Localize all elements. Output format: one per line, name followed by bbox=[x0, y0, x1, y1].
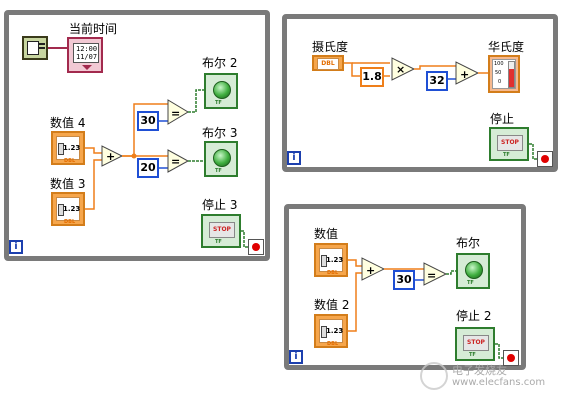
svg-text:+: + bbox=[460, 68, 469, 81]
selector-icon bbox=[58, 204, 64, 216]
add-function-1: + bbox=[101, 145, 124, 167]
stop-label: 停止 bbox=[490, 112, 515, 126]
fahrenheit-label: 华氏度 bbox=[488, 40, 525, 54]
num2-value: 1.23 bbox=[326, 327, 344, 335]
thermo-tick-50: 50 bbox=[495, 70, 502, 76]
celsius-control[interactable]: DBL bbox=[312, 55, 344, 71]
bool-tf: TF bbox=[467, 280, 474, 286]
bool3-indicator[interactable]: TF bbox=[204, 141, 238, 177]
stop3-button-text: STOP bbox=[209, 222, 235, 238]
add-function-2: + bbox=[455, 61, 480, 85]
led-icon bbox=[465, 261, 483, 279]
stop-tf: TF bbox=[503, 152, 510, 158]
iteration-terminal-1: i bbox=[9, 240, 23, 254]
num3-type-tag: DBL bbox=[64, 219, 76, 225]
svg-text:=: = bbox=[171, 107, 180, 120]
stop3-tf: TF bbox=[215, 239, 222, 245]
selector-icon bbox=[58, 143, 64, 155]
celsius-type-tag: DBL bbox=[317, 58, 339, 70]
constant-30-loop1[interactable]: 30 bbox=[137, 111, 159, 131]
num2-label: 数值 2 bbox=[314, 298, 350, 312]
add-function-3: + bbox=[361, 257, 386, 281]
constant-32[interactable]: 32 bbox=[426, 71, 448, 91]
num4-value: 1.23 bbox=[63, 144, 81, 152]
svg-text:+: + bbox=[366, 264, 375, 277]
stop2-tf: TF bbox=[469, 352, 476, 358]
svg-text:×: × bbox=[396, 63, 405, 76]
svg-text:=: = bbox=[171, 155, 180, 168]
num4-type-tag: DBL bbox=[64, 158, 76, 164]
bool3-tf: TF bbox=[215, 168, 222, 174]
num-value: 1.23 bbox=[326, 256, 344, 264]
iteration-terminal-3: i bbox=[289, 350, 303, 364]
thermo-tick-100: 100 bbox=[494, 61, 504, 67]
stop-button-text: STOP bbox=[497, 135, 523, 151]
watermark-logo bbox=[420, 362, 448, 390]
stop2-button-text: STOP bbox=[463, 335, 489, 351]
bool-indicator[interactable]: TF bbox=[456, 253, 490, 289]
constant-1-8[interactable]: 1.8 bbox=[360, 67, 384, 87]
equal-function-3: = bbox=[423, 262, 448, 286]
watermark-url: www.elecfans.com bbox=[452, 377, 546, 388]
time-line-2: 11/07 bbox=[76, 53, 98, 61]
constant-30-loop3[interactable]: 30 bbox=[393, 270, 415, 290]
time-line-1: 12:00 bbox=[76, 45, 98, 53]
selector-icon bbox=[321, 326, 327, 338]
thermometer-icon bbox=[508, 61, 515, 88]
iteration-terminal-2: i bbox=[287, 151, 301, 165]
num-label: 数值 bbox=[314, 227, 339, 241]
led-icon bbox=[213, 149, 231, 167]
bool2-label: 布尔 2 bbox=[202, 56, 238, 70]
equal-function-2: = bbox=[167, 149, 190, 173]
selector-icon bbox=[321, 255, 327, 267]
while-loop-1 bbox=[4, 10, 270, 261]
watermark-brand: 电子发烧友 bbox=[452, 364, 507, 377]
num2-type-tag: DBL bbox=[327, 341, 339, 347]
bool3-label: 布尔 3 bbox=[202, 126, 238, 140]
stop3-label: 停止 3 bbox=[202, 198, 238, 212]
svg-text:+: + bbox=[106, 150, 115, 163]
loop-condition-icon[interactable] bbox=[248, 239, 264, 255]
loop-condition-icon[interactable] bbox=[537, 151, 553, 167]
fahrenheit-thermometer[interactable]: 100 50 0 bbox=[488, 55, 520, 93]
current-time-label: 当前时间 bbox=[69, 22, 118, 36]
tick-count-icon[interactable] bbox=[22, 36, 48, 60]
num4-label: 数值 4 bbox=[50, 116, 86, 130]
multiply-function: × bbox=[391, 57, 416, 81]
bool2-tf: TF bbox=[215, 100, 222, 106]
celsius-label: 摄氏度 bbox=[312, 40, 349, 54]
bool2-indicator[interactable]: TF bbox=[204, 73, 238, 109]
led-icon bbox=[213, 81, 231, 99]
bool-label: 布尔 bbox=[456, 236, 481, 250]
num3-label: 数值 3 bbox=[50, 177, 86, 191]
time-display-indicator[interactable]: 12:00 11/07 bbox=[67, 37, 103, 73]
stop2-label: 停止 2 bbox=[456, 309, 492, 323]
num3-value: 1.23 bbox=[63, 205, 81, 213]
thermo-tick-0: 0 bbox=[498, 79, 502, 85]
loop-condition-icon[interactable] bbox=[503, 350, 519, 366]
constant-20-loop1[interactable]: 20 bbox=[137, 158, 159, 178]
svg-text:=: = bbox=[427, 269, 436, 282]
equal-function-1: = bbox=[167, 99, 189, 125]
num-type-tag: DBL bbox=[327, 270, 339, 276]
